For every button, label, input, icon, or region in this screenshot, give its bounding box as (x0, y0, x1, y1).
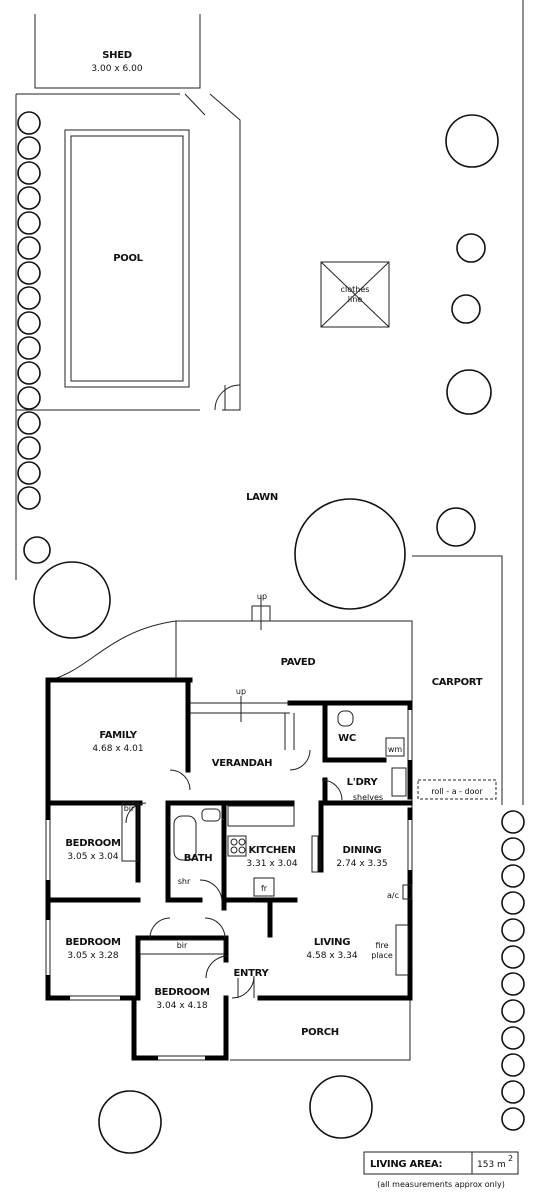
up-verandah-label: up (236, 687, 246, 696)
fr-label: fr (261, 884, 268, 893)
ac-label: a/c (387, 891, 399, 900)
living-area-value: 153 m (477, 1160, 506, 1170)
place-label: place (371, 951, 393, 960)
dining-label: DINING (343, 845, 382, 856)
living-area-unit: 2 (508, 1154, 513, 1163)
measurements-note: (all measurements approx only) (377, 1180, 505, 1189)
shed-outline (34, 14, 201, 89)
left-hedge (17, 111, 51, 564)
lawn-label: LAWN (246, 492, 278, 503)
clothes-line (320, 261, 390, 328)
pool-label: POOL (113, 253, 143, 264)
bedroom3-dims: 3.04 x 4.18 (156, 1001, 207, 1011)
shr-label: shr (178, 877, 191, 886)
kitchen-dims: 3.31 x 3.04 (246, 859, 297, 869)
pool-gate (184, 93, 241, 411)
clothes-line-label-2: line (348, 295, 363, 304)
family-dims: 4.68 x 4.01 (92, 744, 143, 754)
shelves-label: shelves (353, 793, 383, 802)
verandah-frame (190, 702, 295, 750)
up-paved-label: up (257, 592, 267, 601)
paved-label: PAVED (281, 657, 316, 668)
living-area-box (363, 1151, 519, 1175)
carport-label: CARPORT (432, 677, 483, 688)
roll-a-door-label: roll - a - door (431, 787, 483, 796)
entry-label: ENTRY (234, 968, 270, 979)
pool-outer (64, 129, 190, 388)
bir-label-1: bir (124, 804, 135, 813)
bedroom2-dims: 3.05 x 3.28 (67, 951, 118, 961)
laundry-label: L'DRY (347, 777, 379, 788)
roll-a-door-box (417, 779, 497, 800)
right-hedge (501, 810, 525, 1131)
kitchen-label: KITCHEN (248, 845, 295, 856)
door-swings (125, 749, 343, 999)
family-label: FAMILY (99, 730, 137, 741)
wc-label: WC (338, 733, 356, 744)
fire-label: fire (375, 941, 388, 950)
porch-label: PORCH (301, 1027, 339, 1038)
living-label: LIVING (314, 937, 350, 948)
pool-fence (16, 93, 241, 411)
living-area-label: LIVING AREA: (370, 1159, 442, 1170)
bir-label-2: bir (177, 941, 188, 950)
dining-dims: 2.74 x 3.35 (336, 859, 387, 869)
wm-label: wm (388, 745, 403, 754)
shed-dims: 3.00 x 6.00 (91, 64, 142, 74)
bedroom3-label: BEDROOM (154, 987, 210, 998)
path-edge (49, 620, 177, 681)
house-walls (45, 677, 413, 1061)
bedroom1-label: BEDROOM (65, 838, 121, 849)
porch-outline (230, 1000, 411, 1061)
shed-label: SHED (102, 50, 132, 61)
bedroom2-label: BEDROOM (65, 937, 121, 948)
verandah-label: VERANDAH (212, 758, 272, 769)
bath-label: BATH (184, 853, 213, 864)
bedroom1-dims: 3.05 x 3.04 (67, 852, 118, 862)
windows (45, 710, 413, 1061)
clothes-line-label-1: clothes (341, 285, 370, 294)
pool-inner (70, 135, 184, 382)
fixtures (121, 710, 413, 976)
living-dims: 4.58 x 3.34 (306, 951, 357, 961)
garden-trees (33, 114, 499, 1154)
